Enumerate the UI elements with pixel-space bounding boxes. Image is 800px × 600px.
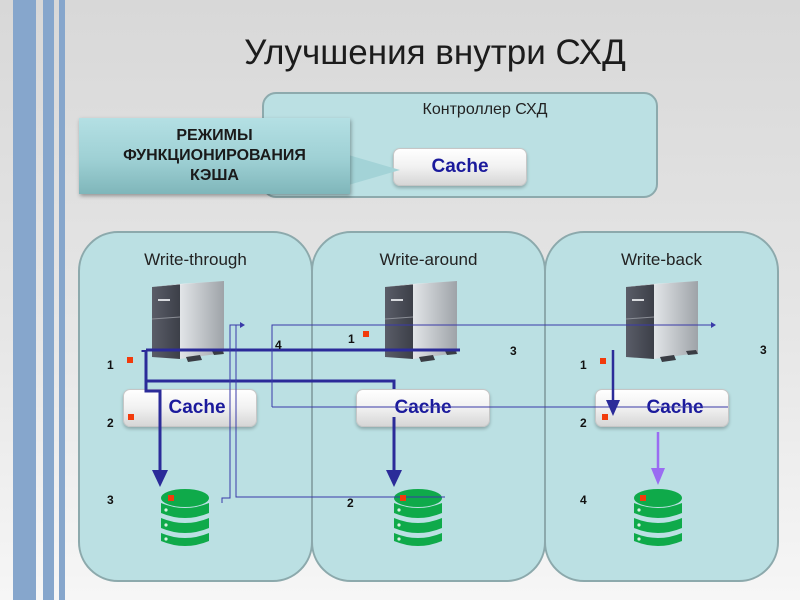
decorative-stripe	[59, 0, 65, 600]
step-marker	[168, 495, 174, 501]
flow-line	[221, 324, 242, 503]
arrowhead	[606, 400, 620, 416]
step-number: 3	[107, 493, 114, 507]
arrowhead	[651, 468, 665, 485]
step-number: 4	[275, 338, 282, 352]
step-marker	[640, 495, 646, 501]
controller-label: Контроллер СХД	[422, 101, 548, 118]
server-icon	[625, 281, 698, 362]
database-icon	[394, 489, 442, 546]
step-number: 3	[510, 344, 517, 358]
flow-line	[235, 325, 445, 498]
panel-label: Write-back	[621, 250, 702, 269]
decorative-stripe	[43, 0, 54, 600]
step-marker	[363, 331, 369, 337]
flow-line	[146, 379, 396, 389]
flow-line	[141, 348, 460, 352]
controller-cache-block: Cache	[393, 148, 527, 186]
step-number: 4	[580, 493, 587, 507]
step-marker	[127, 357, 133, 363]
cache-block-write-back: Cache	[595, 389, 729, 427]
server-icon	[151, 281, 224, 362]
callout-pointer	[345, 154, 400, 186]
arrowhead	[711, 322, 716, 328]
callout-line: ФУНКЦИОНИРОВАНИЯ	[123, 147, 306, 164]
step-marker	[602, 414, 608, 420]
callout-line: РЕЖИМЫ	[176, 127, 253, 144]
step-number: 1	[348, 332, 355, 346]
step-number: 1	[580, 358, 587, 372]
database-icon	[161, 489, 209, 546]
step-marker	[600, 358, 606, 364]
step-number: 2	[107, 416, 114, 430]
panel-label: Write-around	[379, 250, 478, 269]
step-marker	[400, 495, 406, 501]
cache-block-write-through: Cache	[123, 389, 257, 427]
server-icon	[384, 281, 457, 362]
panel-label: Write-through	[144, 250, 247, 269]
arrowhead	[152, 470, 168, 487]
step-number: 2	[580, 416, 587, 430]
controller-cache-label: Cache	[431, 156, 489, 177]
arrowhead	[386, 470, 402, 487]
step-number: 3	[760, 343, 767, 357]
slide-title: Улучшения внутри СХД	[244, 33, 626, 72]
flow-arrow	[144, 350, 162, 475]
arrowhead	[240, 322, 245, 328]
cache-label: Cache	[168, 397, 226, 418]
step-number: 1	[107, 358, 114, 372]
step-marker	[128, 414, 134, 420]
step-number: 2	[347, 496, 354, 510]
cache-modes-callout: РЕЖИМЫ ФУНКЦИОНИРОВАНИЯ КЭША	[79, 118, 350, 194]
database-icon	[634, 489, 682, 546]
callout-line: КЭША	[190, 167, 239, 184]
decorative-stripe	[13, 0, 36, 600]
cache-block-write-around: Cache	[356, 389, 490, 427]
flow-line	[271, 324, 715, 407]
